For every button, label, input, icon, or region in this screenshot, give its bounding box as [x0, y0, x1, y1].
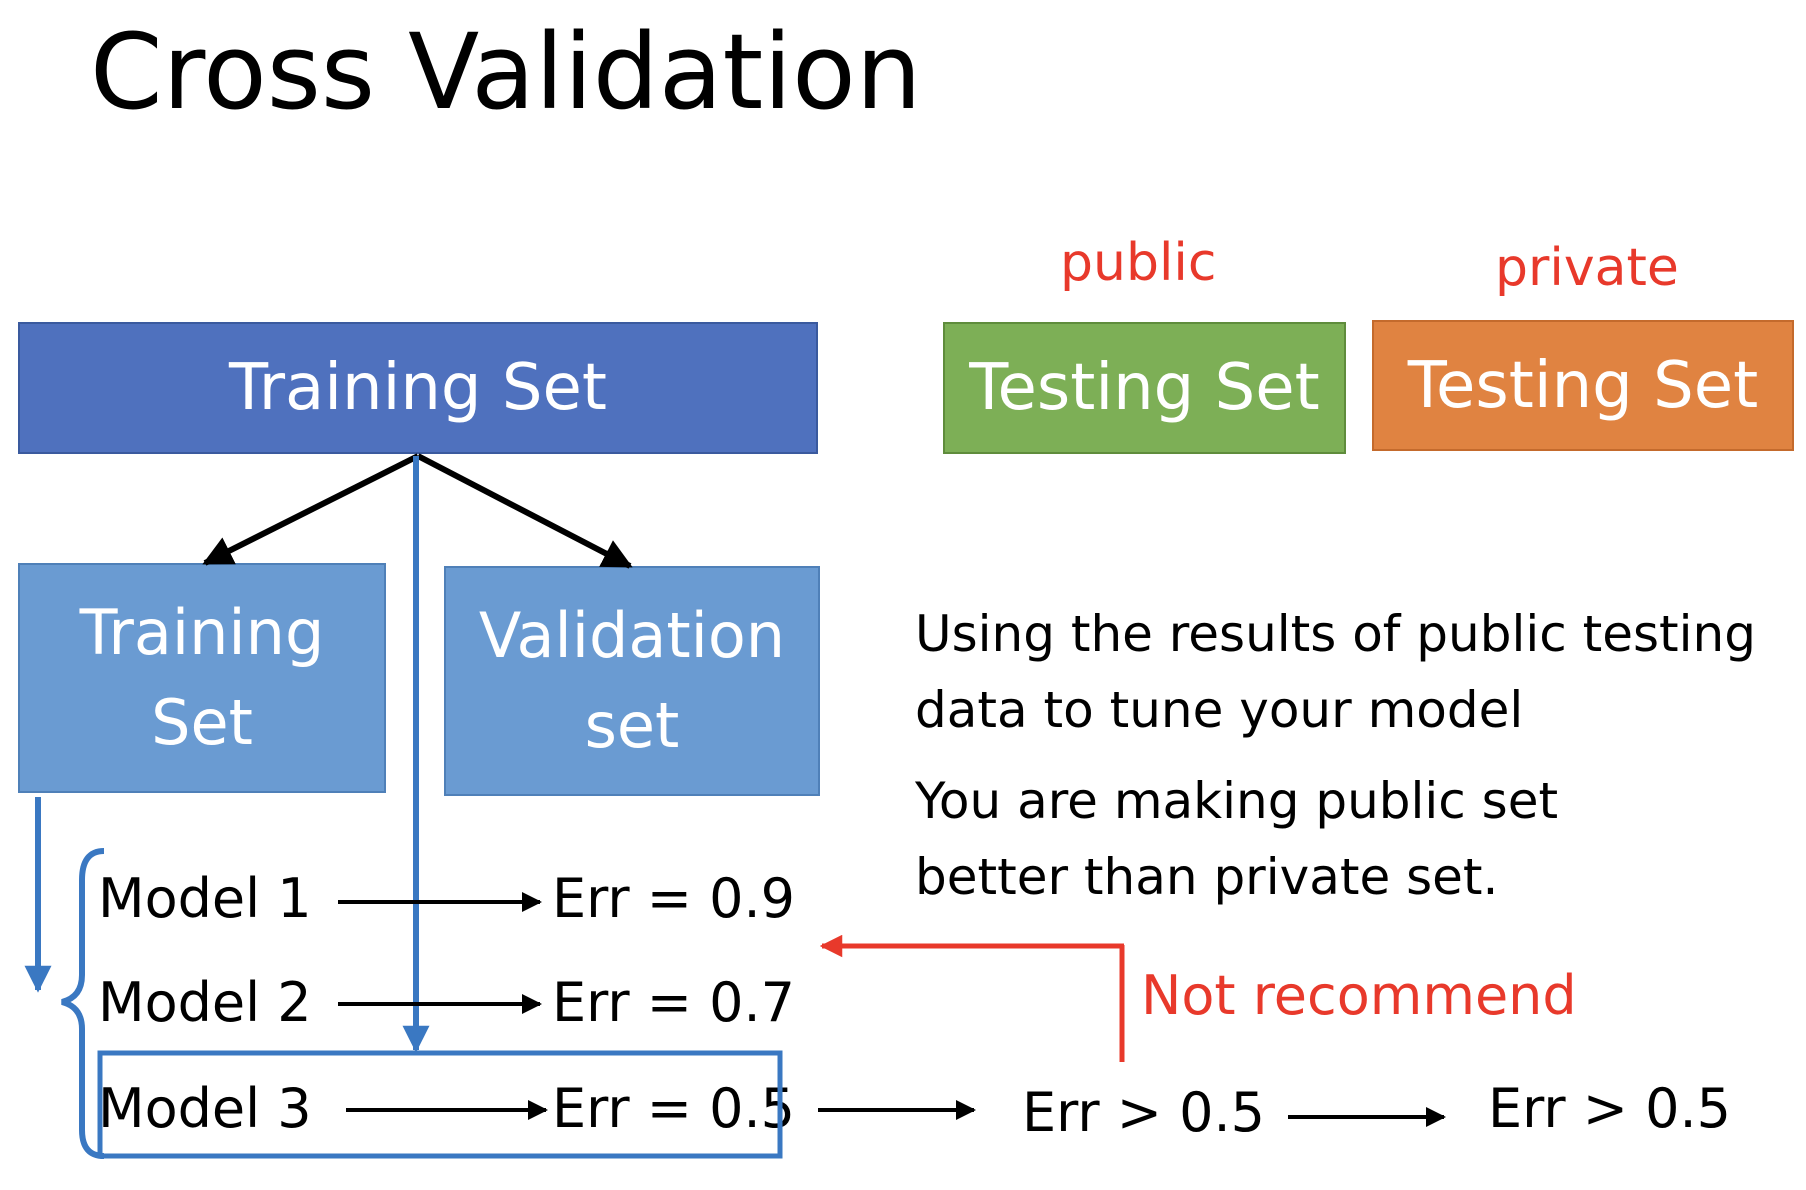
public-testing-set-label: Testing Set [969, 351, 1320, 425]
private-testing-set-label: Testing Set [1407, 348, 1759, 423]
description-para1-line1: Using the results of public testing [915, 605, 1756, 663]
validation-set-box: Validation set [444, 566, 820, 796]
model-3-label: Model 3 [98, 1077, 312, 1140]
validation-line1: Validation [478, 599, 786, 673]
sub-training-line2: Set [151, 686, 253, 759]
public-label: public [1060, 233, 1217, 293]
model-brace [61, 848, 105, 1159]
split-arrow-to-training [202, 453, 420, 566]
model-2-label: Model 2 [98, 971, 312, 1034]
split-arrow-to-validation [416, 453, 633, 569]
model-2-err: Err = 0.7 [552, 971, 796, 1034]
model-1-label: Model 1 [98, 867, 312, 930]
public-result-err: Err > 0.5 [1022, 1081, 1266, 1144]
not-recommend-label: Not recommend [1141, 964, 1577, 1027]
private-label: private [1495, 238, 1679, 298]
private-result-err: Err > 0.5 [1488, 1077, 1732, 1140]
sub-training-set-box: Training Set [18, 563, 386, 793]
public-testing-set-box: Testing Set [943, 322, 1346, 454]
description-para1-line2: data to tune your model [915, 681, 1524, 739]
training-set-label: Training Set [229, 351, 607, 425]
description-para2-line2: better than private set. [915, 848, 1499, 906]
description-para2: You are making public set better than pr… [915, 763, 1558, 915]
sub-training-line1: Training [79, 596, 325, 670]
validation-line2: set [584, 689, 680, 762]
private-testing-set-box: Testing Set [1372, 320, 1794, 451]
model-3-highlight-box [97, 1050, 783, 1159]
description-para2-line1: You are making public set [915, 772, 1559, 830]
model-3-err: Err = 0.5 [552, 1077, 796, 1140]
page-title: Cross Validation [90, 11, 922, 133]
description-para1: Using the results of public testing data… [915, 596, 1756, 748]
training-set-box: Training Set [18, 322, 818, 454]
model-1-err: Err = 0.9 [552, 867, 796, 930]
